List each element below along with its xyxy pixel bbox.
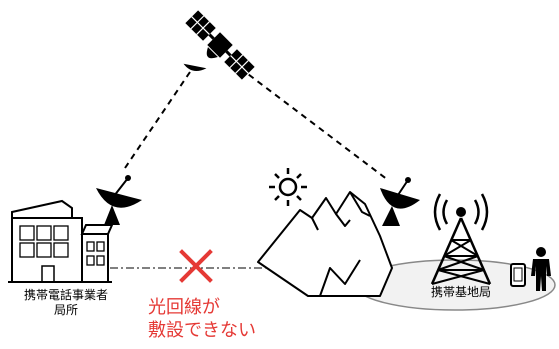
cross-icon	[179, 249, 213, 283]
satellite-dish-icon	[183, 63, 207, 72]
fiber-unavailable-label: 光回線が 敷設できない	[148, 296, 256, 342]
satellite-link-lines	[124, 67, 389, 181]
carrier-office-label: 携帯電話事業者 局所	[10, 288, 122, 318]
sun-icon	[269, 168, 307, 206]
satellite-dish-icon	[96, 175, 142, 225]
carrier-office-label-line1: 携帯電話事業者	[23, 288, 108, 302]
base-station-label: 携帯基地局	[430, 285, 491, 299]
cell-tower-icon	[430, 193, 492, 285]
building-icon	[8, 199, 114, 283]
satellite-dish-icon	[380, 177, 420, 226]
smartphone-icon	[510, 263, 526, 287]
mountain-icon	[257, 191, 393, 297]
fiber-unavailable-line2: 敷設できない	[148, 320, 256, 341]
satellite-icon	[185, 10, 255, 80]
person-icon	[531, 247, 551, 291]
fiber-unavailable-line1: 光回線が	[148, 297, 220, 318]
carrier-office-label-line2: 局所	[53, 303, 78, 317]
